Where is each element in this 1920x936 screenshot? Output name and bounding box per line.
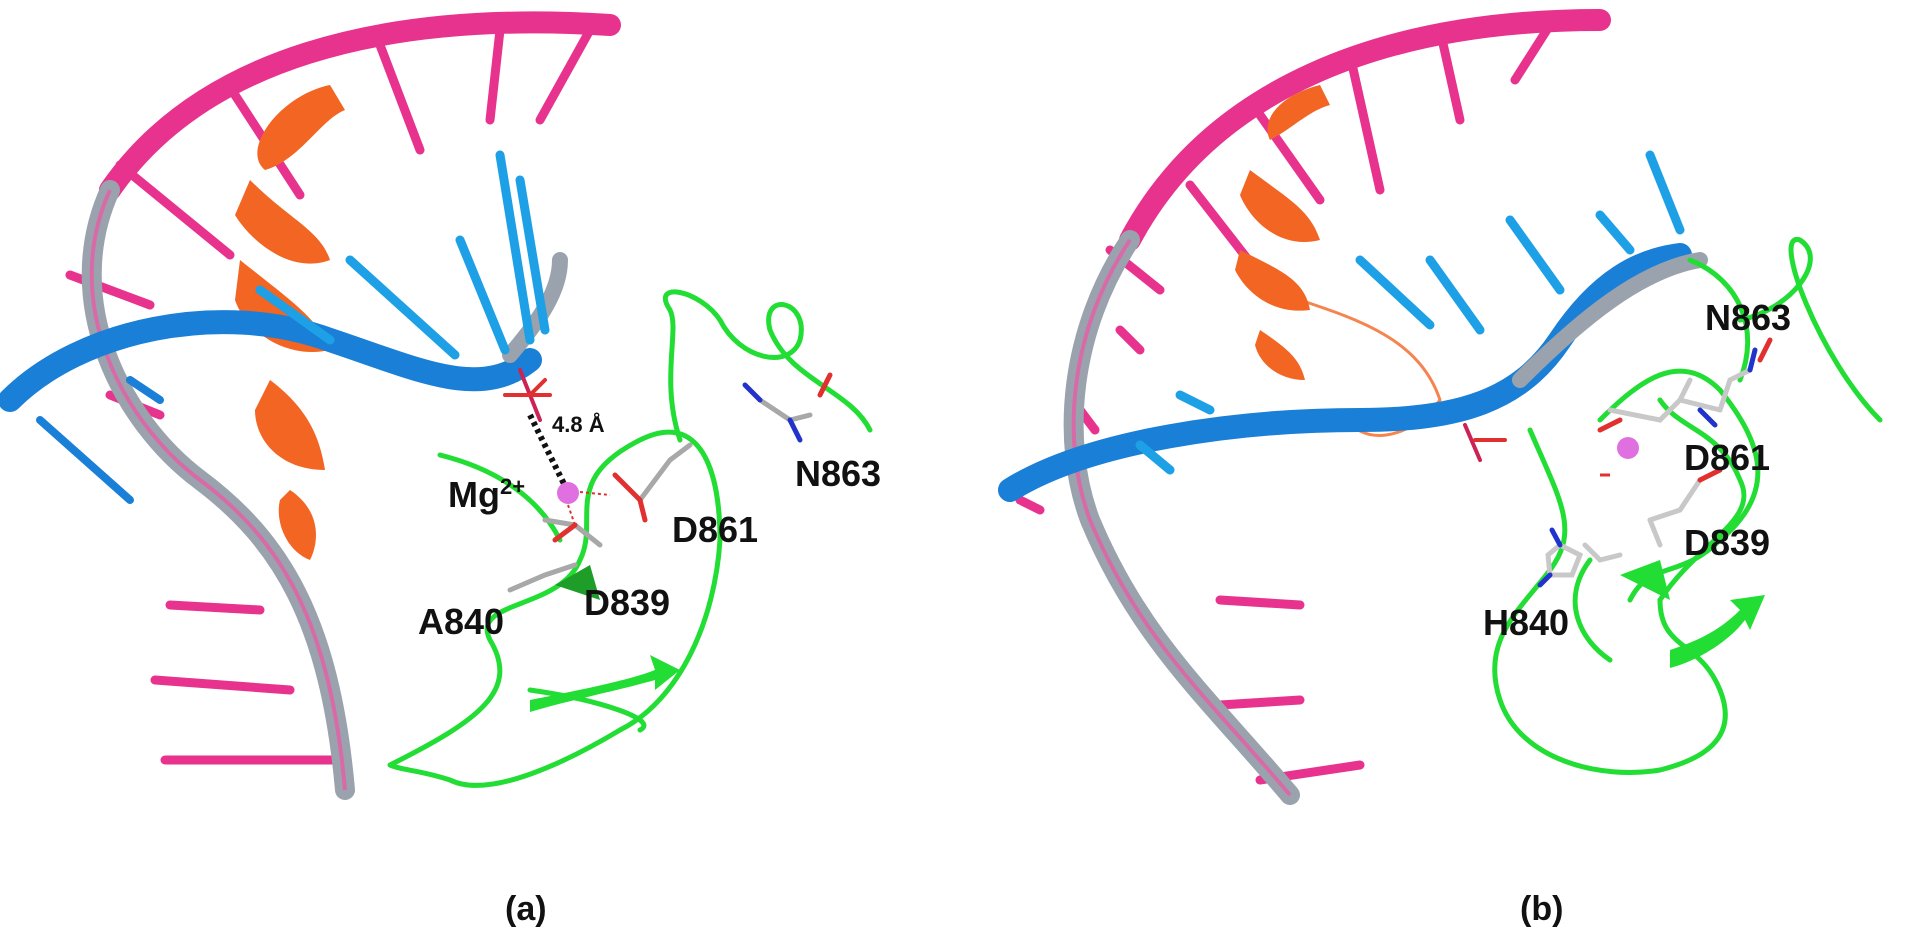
orange-helix xyxy=(1235,85,1330,380)
grey-backbone-ribbon xyxy=(1063,230,1300,805)
phosphate-group xyxy=(503,368,552,422)
label-d861: D861 xyxy=(1684,437,1771,478)
distance-line xyxy=(527,413,569,490)
label-d861: D861 xyxy=(672,509,759,550)
panel-a: 4.8 Å Mg2+ D861 N863 A840 D839 (a) xyxy=(0,11,882,928)
label-n863: N863 xyxy=(795,453,882,494)
mg-ion-label: Mg2+ xyxy=(448,476,525,513)
phosphate-group xyxy=(1463,423,1507,462)
beta-arrow-a xyxy=(530,655,680,712)
rna-backbone-ribbon xyxy=(99,11,621,201)
magnesium-ion xyxy=(557,482,579,504)
grey-backbone-ribbon xyxy=(81,180,355,800)
label-a840: A840 xyxy=(418,601,505,642)
structure-render-b xyxy=(998,9,1883,805)
residue-sticks xyxy=(507,372,833,593)
label-h840: H840 xyxy=(1483,602,1570,643)
residue-sticks xyxy=(1537,337,1773,588)
protein-loop xyxy=(1492,237,1883,775)
magnesium-ion xyxy=(1617,437,1639,459)
mg-charge: 2+ xyxy=(499,474,526,499)
rna-backbone-ribbon xyxy=(1119,9,1611,251)
label-n863: N863 xyxy=(1705,297,1792,338)
panel-b: N863 D861 D839 H840 (b) xyxy=(960,0,1920,936)
structure-render-a xyxy=(0,11,873,800)
beta-arrow-b xyxy=(1670,595,1765,668)
protein-loop xyxy=(387,289,873,788)
caption-b: (b) xyxy=(1520,890,1564,928)
dna-bases xyxy=(1135,150,1685,475)
label-d839: D839 xyxy=(1684,522,1771,563)
distance-label: 4.8 Å xyxy=(552,412,605,437)
dna-bases xyxy=(255,150,550,360)
label-d839: D839 xyxy=(584,582,671,623)
caption-a: (a) xyxy=(505,890,547,928)
mg-base: Mg xyxy=(448,474,500,515)
